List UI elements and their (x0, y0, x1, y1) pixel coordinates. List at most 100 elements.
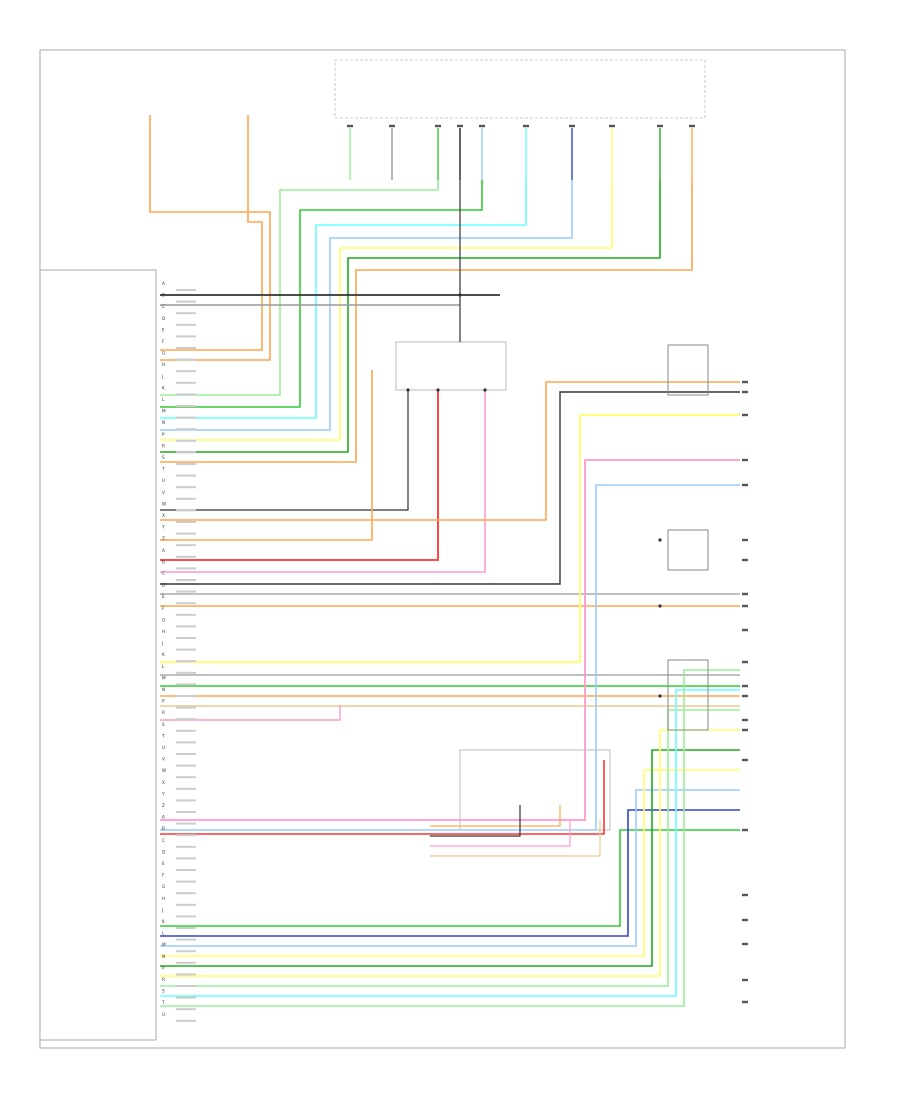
splice-dot (658, 538, 662, 542)
wire-id-mark (176, 370, 196, 373)
module-pin-label: G (162, 351, 165, 356)
module-pin-label: T (161, 467, 165, 472)
module-pin-label: E (162, 861, 165, 866)
wire-id-mark (176, 381, 196, 384)
wire-bottom (160, 709, 740, 987)
right-connector-terminal (742, 978, 748, 982)
module-pin-label: U (162, 478, 165, 483)
module-pin-label: F (162, 606, 165, 611)
top-block-terminal (657, 124, 663, 128)
connector-box (667, 529, 709, 571)
module-pin-label: S (162, 455, 165, 460)
control-module-box (39, 269, 157, 1041)
wire-orange-top (160, 180, 693, 463)
wire-id-mark (176, 996, 196, 999)
wire-id-mark (176, 335, 196, 338)
right-connector-terminal (742, 684, 748, 688)
wire-id-mark (176, 741, 196, 744)
module-pin-label: X (162, 780, 165, 785)
wire-id-mark (176, 602, 196, 605)
wire-id-mark (176, 544, 196, 547)
wire-id-mark (176, 683, 196, 686)
connector-box (667, 344, 709, 396)
module-pin-label: D (162, 583, 165, 588)
module-pin-label: P (162, 699, 165, 704)
right-connector-terminal (742, 758, 748, 762)
connector-box (667, 659, 709, 731)
wire-id-mark (176, 625, 196, 628)
top-block-terminal (389, 124, 395, 128)
wire-id-mark (176, 428, 196, 431)
module-pin-label: R (162, 443, 165, 448)
wire-id-mark (176, 799, 196, 802)
wire-yellow-right (160, 414, 740, 663)
wire-bottom (160, 829, 740, 927)
module-pin-label: E (162, 594, 165, 599)
module-pin-label: U (162, 745, 165, 750)
module-pin-label: R (162, 977, 165, 982)
top-block-terminal (479, 124, 485, 128)
splice-dot (658, 604, 662, 608)
module-pin-label: K (162, 652, 165, 657)
wire-orange-mid (160, 370, 373, 541)
wire-id-mark (176, 579, 196, 581)
wire-id-mark (176, 1019, 196, 1022)
right-connector-terminal (742, 380, 748, 384)
right-connector-terminal (742, 628, 748, 632)
right-connector-terminal (742, 538, 748, 542)
wire-dkgreen (160, 180, 661, 453)
right-connector-terminal (742, 828, 748, 832)
module-pin-label: P (162, 432, 165, 437)
module-pin-label: J (161, 641, 163, 646)
wire-bottom (160, 729, 740, 977)
wire-pink-a (160, 390, 486, 573)
mid-junction-block (395, 341, 507, 391)
wire-switch-orange (430, 805, 561, 827)
module-pin-label: L (162, 397, 165, 402)
wire-bottom (160, 749, 740, 967)
module-pin-label: T (161, 1000, 165, 1005)
wire-id-mark (176, 938, 196, 941)
module-pin-label: A (162, 281, 165, 286)
wire-id-mark (176, 869, 196, 871)
wire-id-mark (176, 706, 196, 709)
wire-id-mark (176, 950, 196, 953)
module-pin-label: H (162, 629, 165, 634)
splice-dot (483, 388, 487, 392)
wire-id-mark (176, 358, 196, 361)
module-pin-label: G (162, 617, 165, 622)
right-connector-terminal (742, 483, 748, 487)
module-pin-label: W (162, 768, 166, 773)
module-pin-label: N (162, 954, 165, 959)
module-pin-label: K (162, 385, 165, 390)
module-pin-label: G (162, 884, 165, 889)
wire-id-mark (176, 648, 196, 651)
wire-id-mark (176, 729, 196, 732)
splice-dot (658, 694, 662, 698)
wire-yellow (160, 180, 613, 441)
right-connector-terminal (742, 413, 748, 417)
splice-dot (436, 388, 440, 392)
module-pin-label: E (162, 327, 165, 332)
wire-ltblue-right (160, 484, 740, 831)
module-pin-label: B (162, 559, 165, 564)
wire-green (160, 180, 483, 408)
module-pin-label: N (162, 420, 165, 425)
wire-id-mark (176, 671, 196, 674)
right-connector-terminal (742, 1000, 748, 1004)
module-pin-label: K (162, 919, 165, 924)
module-pin-label: U (162, 1012, 165, 1017)
wire-id-mark (176, 985, 196, 987)
wire-id-mark (176, 660, 196, 663)
module-pin-label: F (162, 339, 165, 344)
wire-id-mark (176, 613, 196, 616)
module-pin-label: S (162, 722, 165, 727)
top-block-terminal (523, 124, 529, 128)
wire-id-mark (176, 509, 196, 512)
wire-id-mark (176, 532, 196, 535)
wire-id-mark (176, 393, 196, 396)
module-pin-label: L (162, 664, 165, 669)
module-pin-label: X (162, 513, 165, 518)
right-connector-terminal (742, 558, 748, 562)
